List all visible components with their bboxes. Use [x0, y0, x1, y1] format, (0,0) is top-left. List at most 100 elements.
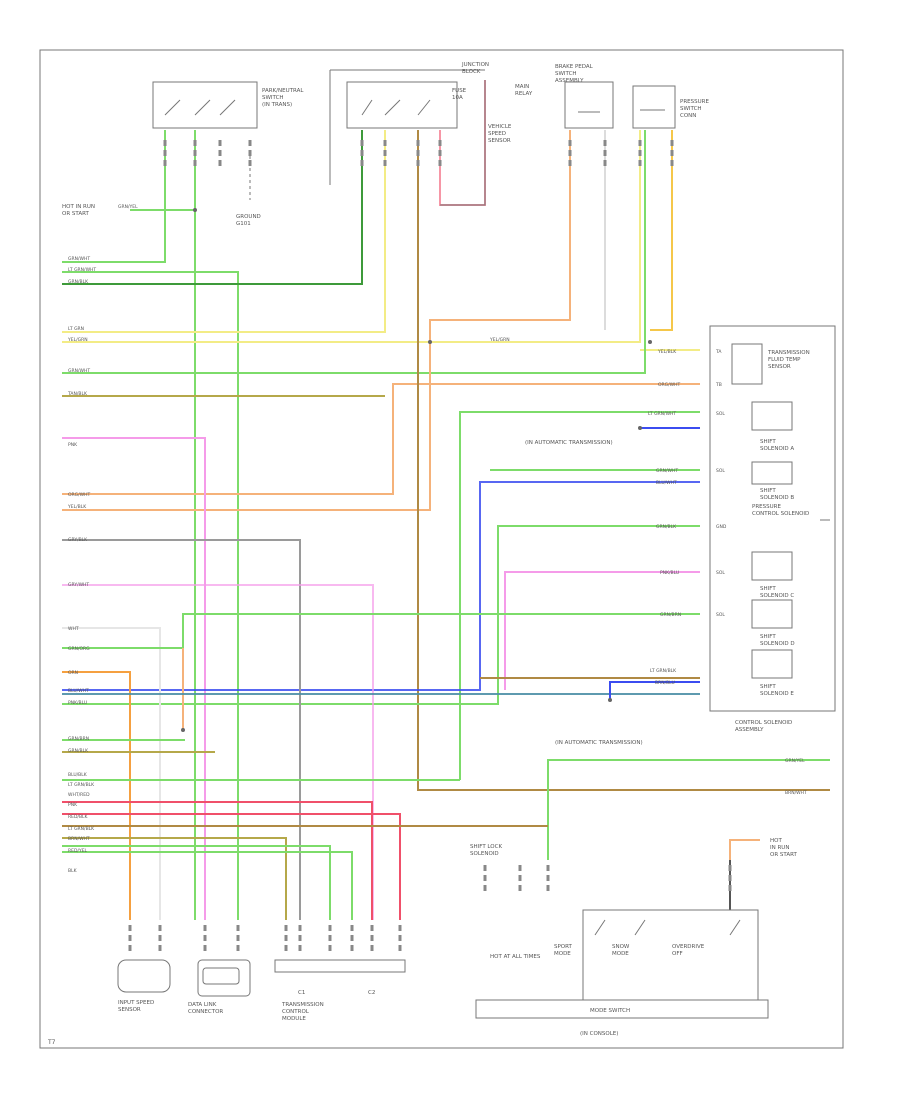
connector-pin [546, 885, 550, 891]
at-trans-label-1: (IN AUTOMATIC TRANSMISSION) [525, 440, 613, 446]
wire-group [62, 80, 830, 920]
connector-pin [284, 945, 288, 951]
connector-pin [728, 865, 732, 871]
tcm-pin-label: C1 C2 [298, 990, 375, 996]
connector-pin [603, 160, 607, 166]
connector-pin [416, 160, 420, 166]
wire-label-r10: BRN/BLU [655, 680, 675, 686]
relay-label: MAIN RELAY [515, 84, 533, 97]
brake-switch-box [564, 81, 614, 129]
connector-pin [728, 875, 732, 881]
connector-pins [128, 140, 732, 951]
connector-pin [158, 945, 162, 951]
sol-5-label: SHIFT SOLENOID D [760, 634, 795, 647]
splice-dot [193, 208, 197, 212]
wire-label-r2: ORG/WHT [658, 382, 681, 388]
hot-in-run-label: HOT IN RUN OR START [62, 204, 97, 217]
component-boxes [117, 81, 836, 1019]
sol-5-box [751, 599, 793, 629]
wire-label-blu2: BLU/BLK [68, 772, 88, 778]
wire-green-14 [62, 845, 331, 920]
wire-label-org: ORG/WHT [68, 492, 91, 498]
connector-pin [483, 885, 487, 891]
connector-pin [398, 945, 402, 951]
connector-pin [383, 140, 387, 146]
mode-switch-contacts [594, 919, 741, 936]
connector-pin [638, 160, 642, 166]
pin-label-r4: SOL [716, 468, 725, 474]
connector-pin [163, 160, 167, 166]
wire-label-yel-c: YEL/BLK [67, 504, 87, 510]
wire-gray-1 [62, 539, 301, 920]
wire-orange-5 [729, 839, 760, 860]
wire-label-grn-3: GRN/BRN [68, 736, 89, 742]
wire-label-grn-1: GRN/WHT [68, 368, 90, 374]
sol-2-box [751, 461, 793, 485]
connector-pin [438, 160, 442, 166]
mode-switch-base [475, 999, 769, 1019]
pressure-switch-label: PRESSURE SWITCH CONN [680, 99, 711, 119]
hot-at-all-times-label: HOT AT ALL TIMES [490, 954, 541, 960]
connector-pin [298, 925, 302, 931]
connector-pin [370, 925, 374, 931]
connector-pin [360, 150, 364, 156]
sol-4-label: SHIFT SOLENOID C [760, 586, 794, 599]
pin-label-r1: TA [715, 349, 722, 355]
connector-pin [383, 150, 387, 156]
wire-label-blu: BLU/WHT [68, 688, 89, 694]
connector-pin [546, 865, 550, 871]
connector-pin [203, 945, 207, 951]
connector-pin [568, 140, 572, 146]
sw-b-label: SNOW MODE [612, 944, 631, 957]
dlc-label: DATA LINK CONNECTOR [188, 1002, 223, 1015]
connector-pin [518, 865, 522, 871]
center-switch-box [346, 81, 458, 129]
center-fuse-lead [440, 80, 486, 206]
connector-pin [350, 945, 354, 951]
connector-pin [193, 160, 197, 166]
connector-pin [546, 875, 550, 881]
wire-label-left-b: LT GRN/WHT [68, 267, 96, 273]
footer-code: T7 [47, 1039, 56, 1046]
wire-label-gry: GRY/BLK [68, 537, 88, 543]
connector-pin [248, 160, 252, 166]
connector-pin [438, 150, 442, 156]
connector-pin [236, 935, 240, 941]
fuse-block-label: JUNCTION BLOCK [461, 62, 491, 75]
wire-orange-2 [62, 383, 700, 495]
wire-pink-1 [62, 437, 206, 920]
brake-switch-label: BRAKE PEDAL SWITCH ASSEMBLY [555, 64, 594, 84]
connector-pin [128, 935, 132, 941]
wire-green-2 [130, 130, 196, 211]
connector-pin [328, 925, 332, 931]
connector-pin [203, 935, 207, 941]
connector-pin [284, 935, 288, 941]
wire-label-brn2: BRN/WHT [68, 836, 90, 842]
pin-label-r6: SOL [716, 570, 725, 576]
sol-1-label: SHIFT SOLENOID A [760, 439, 794, 452]
connector-pin [328, 935, 332, 941]
connector-pin [328, 945, 332, 951]
wire-label-yel-b: YEL/GRN [67, 337, 88, 343]
connector-pin [383, 160, 387, 166]
wire-label-lgrn: GRN/ORG [68, 646, 90, 652]
connector-pin [483, 865, 487, 871]
connector-pin [163, 150, 167, 156]
wire-label-left-a: GRN/WHT [68, 256, 90, 262]
wire-label-grn-4: GRN/BLK [68, 748, 89, 754]
input-speed-box [117, 959, 171, 993]
sol-3-label: PRESSURE CONTROL SOLENOID [752, 504, 809, 517]
wire-white-2 [62, 627, 161, 920]
left-switch-contacts [164, 99, 236, 116]
mode-switch-label: MODE SWITCH [590, 1008, 630, 1014]
wire-label-r4: GRN/WHT [656, 468, 678, 474]
connector-pin [670, 140, 674, 146]
connector-pin [603, 150, 607, 156]
wire-label-red: PNK [68, 802, 78, 808]
connector-pin [128, 925, 132, 931]
connector-pin [350, 935, 354, 941]
wire-label-r8: GRN/BRN [660, 612, 681, 618]
hot-run-right-label: HOT IN RUN OR START [770, 838, 798, 858]
connector-pin [350, 925, 354, 931]
left-switch-label: PARK/NEUTRAL SWITCH (IN TRANS) [262, 88, 305, 108]
